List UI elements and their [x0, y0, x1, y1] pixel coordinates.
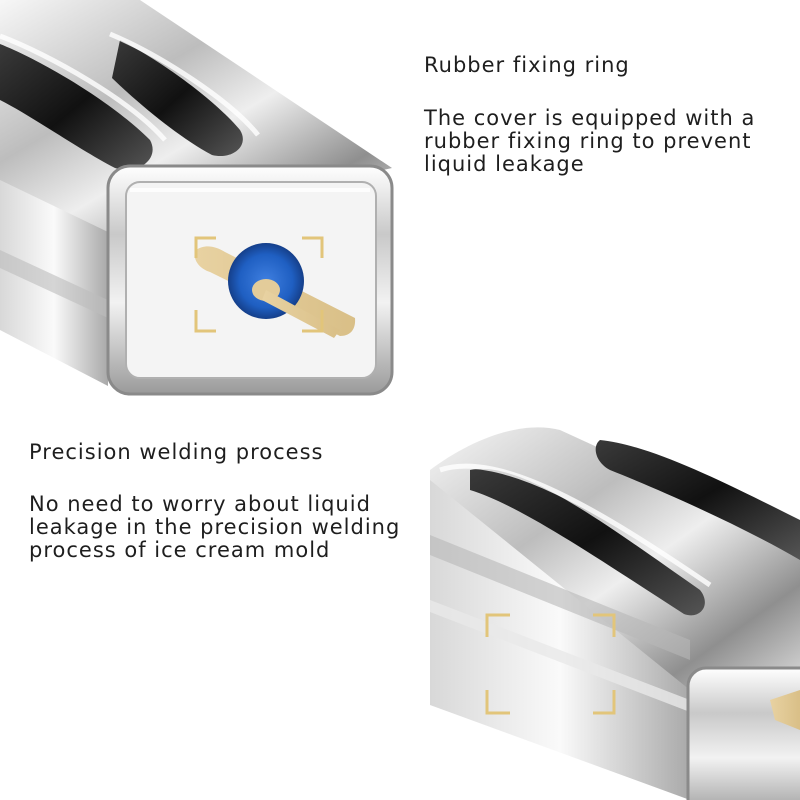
mold-top-groove-right — [112, 40, 243, 157]
mold-bottom-groove-right — [595, 440, 800, 560]
mold-top-side — [0, 130, 108, 386]
rubber-ring-title: Rubber fixing ring — [424, 53, 630, 77]
focus-bracket-bottom — [485, 613, 616, 715]
rubber-ring-description: The cover is equipped with a rubber fixi… — [424, 106, 756, 176]
welding-title: Precision welding process — [29, 440, 324, 464]
focus-bracket-top — [194, 236, 324, 333]
mold-bottom-side — [430, 480, 690, 800]
mold-top-groove-left — [0, 44, 153, 170]
mold-bottom-endcap — [686, 666, 800, 800]
mold-bottom-groove-left — [470, 468, 705, 616]
welding-description: No need to worry about liquid leakage in… — [29, 492, 401, 562]
mold-top — [0, 0, 394, 396]
mold-bottom — [430, 427, 800, 800]
